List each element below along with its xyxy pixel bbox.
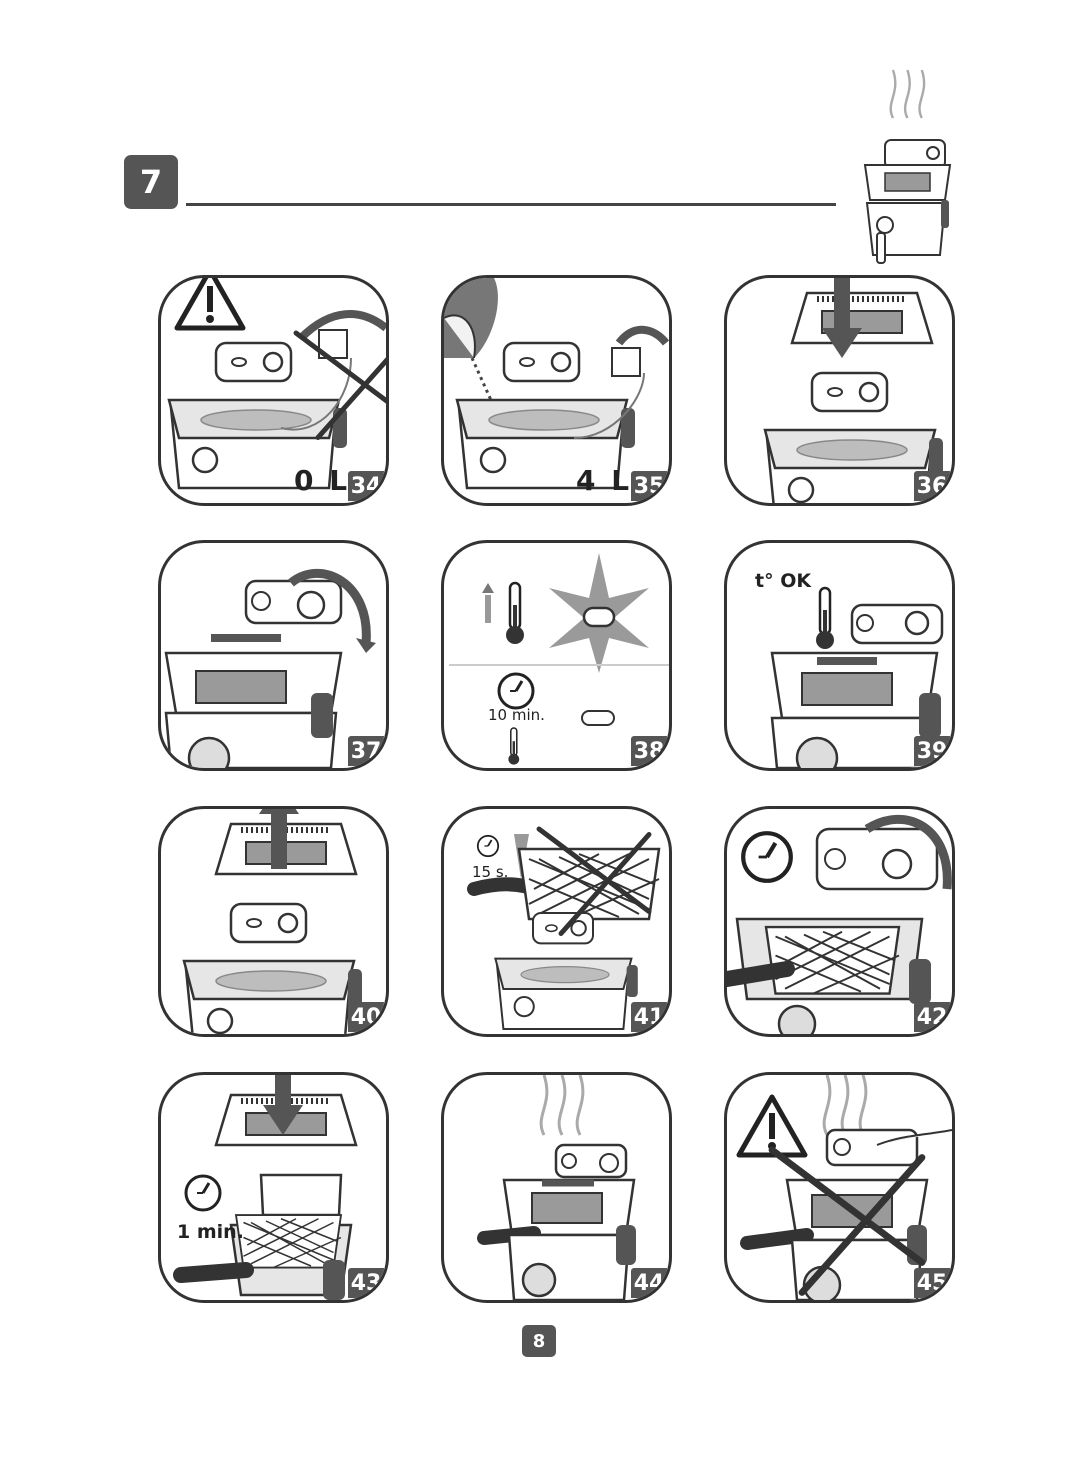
step-40-panel: 40 [158, 806, 389, 1037]
step-number: 37 [348, 736, 384, 766]
full-fryer-plug-in-illustration [444, 278, 669, 490]
step-38-panel: 10 min. 38 [441, 540, 672, 771]
fryer-hero-illustration [863, 68, 952, 264]
step-42-panel: 42 [724, 806, 955, 1037]
cooking-time-label: 1 min. [177, 1221, 244, 1243]
step-41-panel: 15 s. 41 [441, 806, 672, 1037]
step-37-panel: 37 [158, 540, 389, 771]
step-number: 45 [914, 1268, 950, 1298]
section-number-badge: 7 [124, 155, 178, 209]
step-number: 35 [631, 471, 667, 501]
lowering-time-label: 15 s. [472, 863, 509, 881]
temperature-reached-illustration [770, 586, 944, 768]
step-35-panel: 4 L 35 [441, 275, 672, 506]
step-45-panel: 45 [724, 1072, 955, 1303]
lower-basket-slowly-illustration [467, 809, 661, 1031]
close-lid-illustration [763, 278, 945, 503]
step-43-panel: 1 min. 43 [158, 1072, 389, 1303]
empty-fryer-unplug-illustration [167, 278, 386, 490]
step-number: 34 [348, 471, 384, 501]
cook-with-lid-closed-illustration [173, 1075, 386, 1300]
open-lid-illustration [182, 809, 364, 1034]
step-number: 39 [914, 736, 950, 766]
step-44-panel: 44 [441, 1072, 672, 1303]
step-number: 44 [631, 1268, 667, 1298]
page-number: 8 [522, 1325, 556, 1357]
temperature-ok-label: t° OK [755, 570, 812, 592]
step-number: 40 [348, 1002, 384, 1032]
oil-volume-label: 0 L [294, 464, 351, 497]
step-39-panel: t° OK 39 [724, 540, 955, 771]
step-number: 41 [631, 1002, 667, 1032]
heating-time-label: 10 min. [488, 706, 545, 724]
section-divider-line [186, 203, 836, 206]
adjust-temperature-cooking-illustration [727, 814, 952, 1034]
lift-basket-drain-illustration [477, 1075, 636, 1300]
heating-indicator-illustration [449, 553, 669, 766]
step-number: 42 [914, 1002, 950, 1032]
step-number: 38 [631, 736, 667, 766]
do-not-open-hot-lid-illustration [727, 1075, 952, 1300]
step-number: 43 [348, 1268, 384, 1298]
turn-thermostat-knob-illustration [164, 568, 376, 768]
step-number: 36 [914, 471, 950, 501]
step-36-panel: 36 [724, 275, 955, 506]
oil-volume-label: 4 L [576, 464, 633, 497]
step-34-panel: 0 L 34 [158, 275, 389, 506]
